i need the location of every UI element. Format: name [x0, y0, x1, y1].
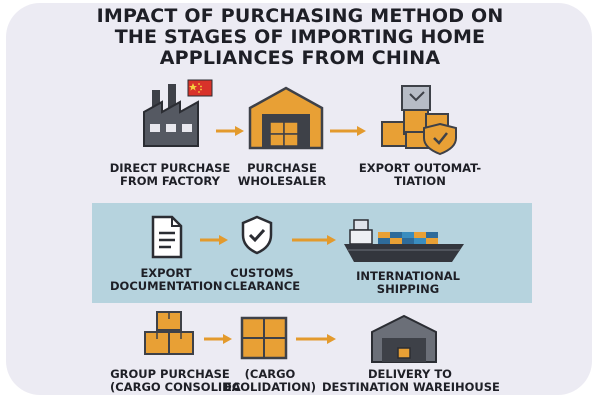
arrow-right-icon — [330, 126, 366, 136]
document-icon — [151, 215, 183, 259]
step-label-export-documentation: EXPORT DOCUMENTATION — [110, 266, 223, 293]
stacked-boxes-icon — [144, 311, 194, 355]
step-label-export-automation: EXPORT OUTOMAT- TIATION — [358, 161, 482, 188]
arrow-right-icon — [200, 235, 228, 245]
title-line-2: THE STAGES OF IMPORTING HOME — [114, 26, 486, 48]
cargo-ship-icon — [344, 219, 464, 262]
title-line-3: APPLIANCES FROM CHINA — [159, 47, 441, 69]
step-label-international-shipping: INTERNATIONAL SHIPPING — [356, 269, 460, 296]
step-label-cargo-consolidation: (CARGO ECOLIDATION) — [223, 367, 316, 394]
page-title: IMPACT OF PURCHASING METHOD ON THE STAGE… — [0, 6, 600, 69]
arrow-right-icon — [296, 334, 336, 344]
step-label-direct-purchase: DIRECT PURCHASE FROM FACTORY — [109, 161, 231, 188]
step-label-group-purchase: GROUP PURCHASE (CARGO CONSOLIDA — [110, 367, 241, 394]
boxes-shield-icon — [381, 85, 457, 156]
infographic-card — [6, 3, 592, 395]
arrow-right-icon — [204, 334, 232, 344]
factory-icon — [143, 79, 213, 147]
box-stack-icon — [240, 316, 288, 360]
shield-check-icon — [241, 215, 273, 255]
warehouse-icon — [248, 86, 324, 150]
arrow-right-icon — [292, 235, 336, 245]
step-label-delivery-warehouse: DELIVERY TO DESTINATION WAREIHOUSE — [322, 367, 500, 394]
title-line-1: IMPACT OF PURCHASING METHOD ON — [96, 5, 504, 27]
china-flag-icon — [187, 79, 213, 97]
step-label-customs-clearance: CUSTOMS CLEARANCE — [223, 266, 301, 293]
warehouse-icon — [371, 314, 437, 363]
arrow-right-icon — [216, 126, 244, 136]
step-label-purchase-wholesaler: PURCHASE WHOLESALER — [237, 161, 327, 188]
